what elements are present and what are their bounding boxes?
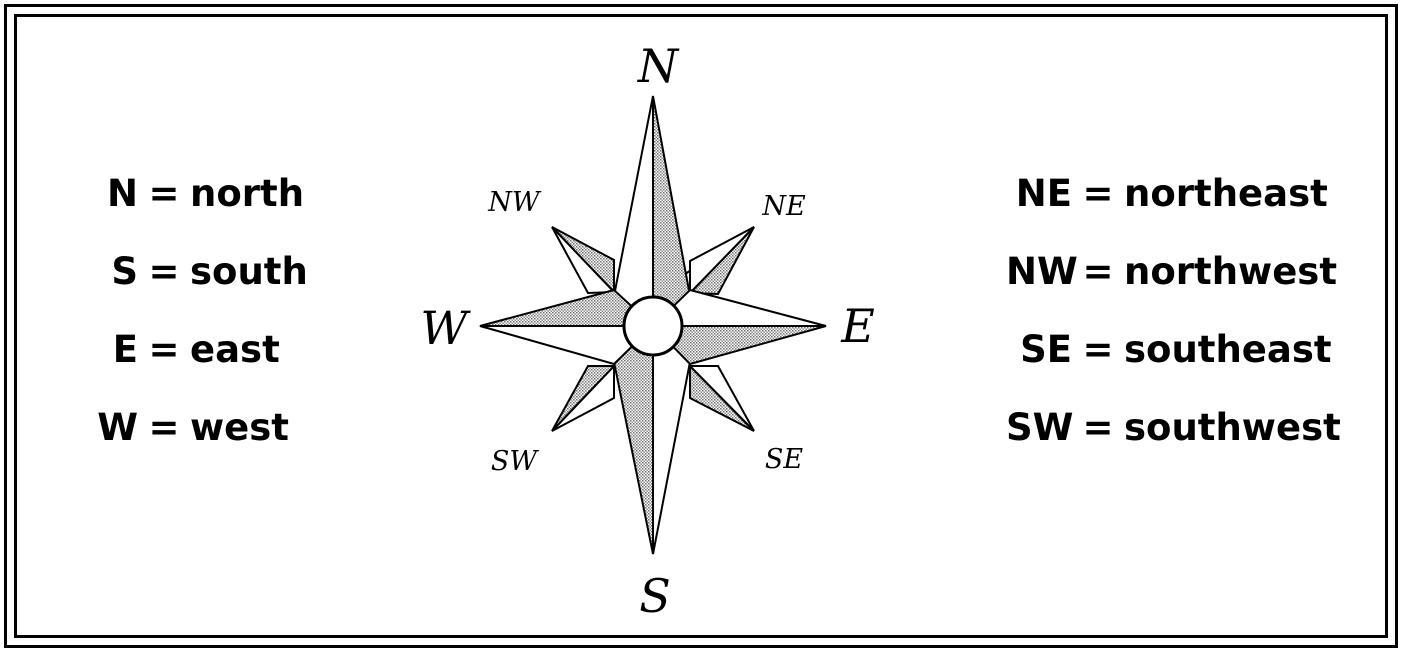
legend-equals: = bbox=[1082, 405, 1114, 449]
legend-row-southwest: SW = southwest bbox=[1006, 402, 1341, 452]
legend-equals: = bbox=[1082, 171, 1114, 215]
legend-equals: = bbox=[1082, 249, 1114, 293]
legend-abbr: NW bbox=[1006, 249, 1078, 293]
compass-center bbox=[622, 295, 684, 357]
legend-row-southeast: SE = southeast bbox=[1006, 324, 1332, 374]
legend-word: north bbox=[190, 171, 305, 215]
west-label: W bbox=[420, 301, 471, 355]
legend-word: southeast bbox=[1124, 327, 1332, 371]
legend-row-northeast: NE = northeast bbox=[1006, 168, 1328, 218]
legend-abbr: S bbox=[111, 249, 138, 293]
legend-abbr: W bbox=[97, 405, 138, 449]
legend-equals: = bbox=[148, 327, 180, 371]
legend-abbr: E bbox=[112, 327, 138, 371]
legend-word: northeast bbox=[1124, 171, 1328, 215]
legend-word: south bbox=[190, 249, 308, 293]
inner-frame bbox=[14, 14, 1388, 638]
legend-word: southwest bbox=[1124, 405, 1341, 449]
legend-equals: = bbox=[148, 405, 180, 449]
south-point bbox=[612, 323, 692, 555]
south-label: S bbox=[639, 569, 671, 623]
northwest-label: NW bbox=[487, 187, 542, 218]
legend-equals: = bbox=[148, 171, 180, 215]
northwest-point bbox=[551, 226, 617, 295]
legend-row-south: S = south bbox=[30, 246, 308, 296]
legend-abbr: SW bbox=[1006, 405, 1074, 449]
legend-row-northwest: NW = northwest bbox=[1006, 246, 1337, 296]
southeast-point bbox=[687, 363, 755, 432]
north-label: N bbox=[637, 39, 680, 93]
east-label: E bbox=[840, 299, 875, 353]
southwest-label: SW bbox=[491, 446, 539, 477]
southwest-point bbox=[551, 363, 617, 432]
legend-abbr: SE bbox=[1020, 327, 1072, 371]
compass-rose: N S E W NE NW SE SW bbox=[420, 39, 875, 623]
legend-abbr: N bbox=[107, 171, 138, 215]
legend-word: west bbox=[190, 405, 289, 449]
legend-word: northwest bbox=[1124, 249, 1338, 293]
north-point bbox=[612, 95, 692, 329]
southeast-label: SE bbox=[765, 444, 803, 475]
legend-word: east bbox=[190, 327, 280, 371]
legend-row-west: W = west bbox=[30, 402, 289, 452]
northeast-label: NE bbox=[761, 191, 806, 222]
legend-abbr: NE bbox=[1015, 171, 1072, 215]
legend-equals: = bbox=[1082, 327, 1114, 371]
legend-row-north: N = north bbox=[30, 168, 304, 218]
outer-frame bbox=[4, 4, 1398, 648]
east-point bbox=[650, 288, 827, 366]
legend-row-east: E = east bbox=[30, 324, 280, 374]
legend-equals: = bbox=[148, 249, 180, 293]
